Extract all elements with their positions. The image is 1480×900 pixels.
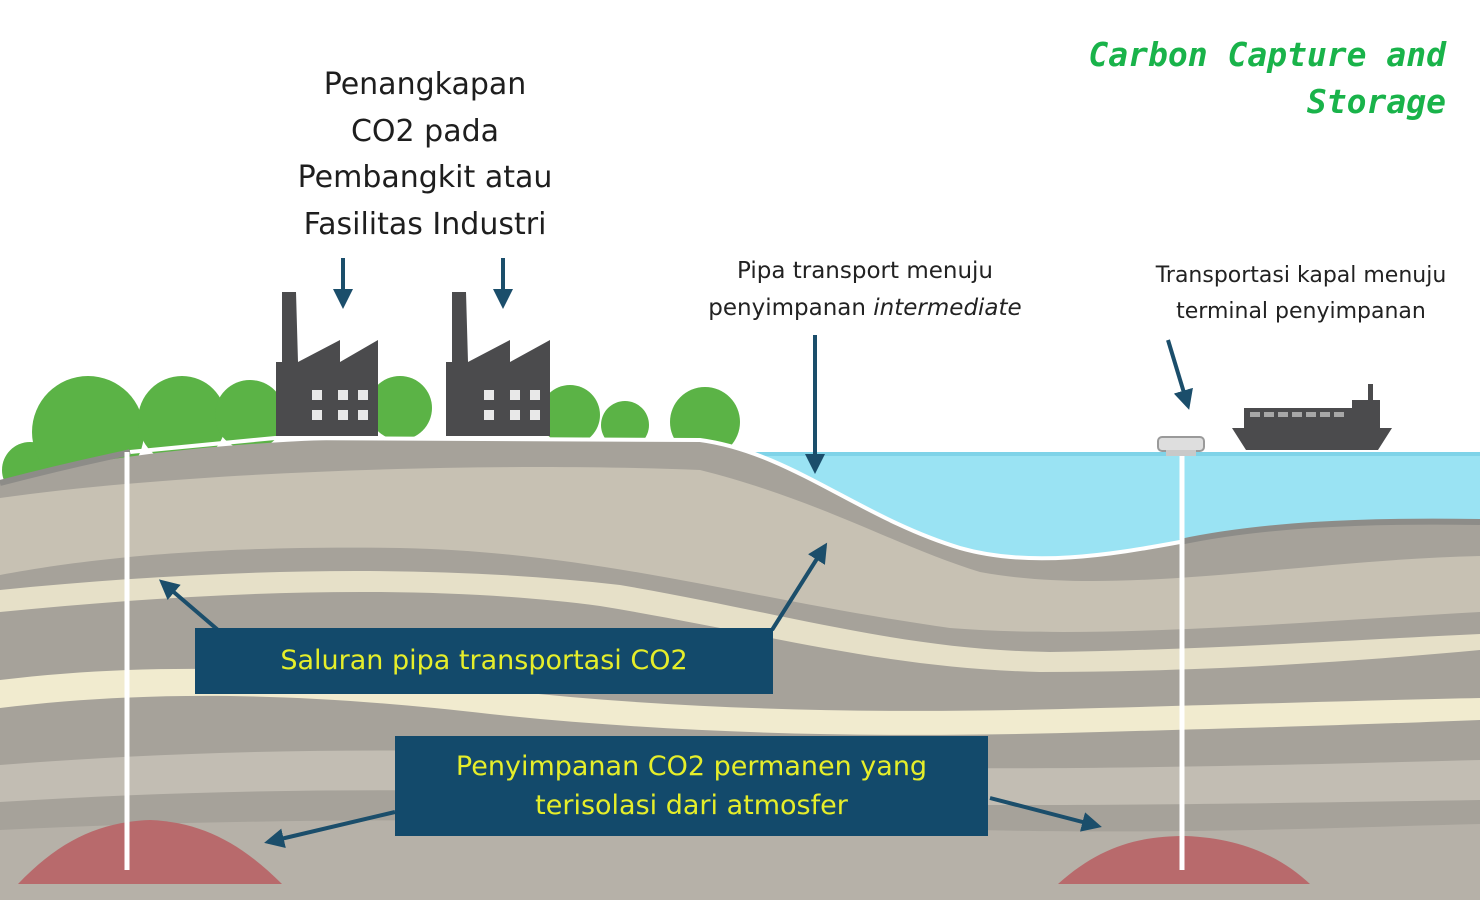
pipeline-transport-line: Pipa transport menuju [736, 258, 994, 284]
stratum-band [0, 467, 1480, 632]
title-line: Carbon Capture and [1088, 35, 1446, 74]
capture-label-line: Fasilitas Industri [303, 206, 547, 242]
capture-label-line: CO2 pada [350, 113, 500, 149]
stratum-band [0, 571, 1480, 672]
seabed-line [129, 435, 1181, 561]
arrow-left-icon [264, 810, 396, 849]
storage-box-line: Penyimpanan CO2 permanen yang [455, 750, 928, 782]
pipeline-transport-line: penyimpanan intermediate [650, 290, 1080, 327]
pipeline-transport-italic: intermediate [873, 295, 1022, 322]
tree-cluster [2, 376, 740, 498]
factory-icon [446, 292, 550, 436]
pipeline-box: Saluran pipa transportasi CO2 [195, 628, 773, 694]
diagram-title: Carbon Capture and Storage [986, 32, 1446, 126]
arrow-down-icon [1166, 339, 1193, 410]
storage-reservoir-left [18, 820, 282, 884]
ship-transport-line: Transportasi kapal menuju [1155, 263, 1447, 288]
ship-transport-line: terminal penyimpanan [1176, 299, 1426, 325]
arrow-up-right-icon [770, 542, 828, 632]
storage-box: Penyimpanan CO2 permanen yang terisolasi… [395, 736, 988, 836]
pipeline-transport-prefix: penyimpanan [708, 295, 874, 322]
capture-label-line: Penangkapan [323, 67, 527, 102]
factory-icon [276, 292, 378, 436]
storage-box-line: terisolasi dari atmosfer [535, 790, 848, 821]
capture-label: Penangkapan CO2 pada Pembangkit atau Fas… [255, 62, 595, 248]
pipeline-box-text: Saluran pipa transportasi CO2 [280, 645, 688, 677]
ship-transport-label: Transportasi kapal menuju terminal penyi… [1118, 258, 1480, 331]
arrow-right-icon [989, 796, 1102, 832]
capture-label-line: Pembangkit atau [297, 160, 553, 195]
storage-buoy [1157, 436, 1205, 456]
title-line: Storage [1306, 81, 1446, 121]
pipeline-transport-label: Pipa transport menuju penyimpanan interm… [650, 253, 1080, 328]
arrow-up-left-icon [158, 579, 220, 632]
